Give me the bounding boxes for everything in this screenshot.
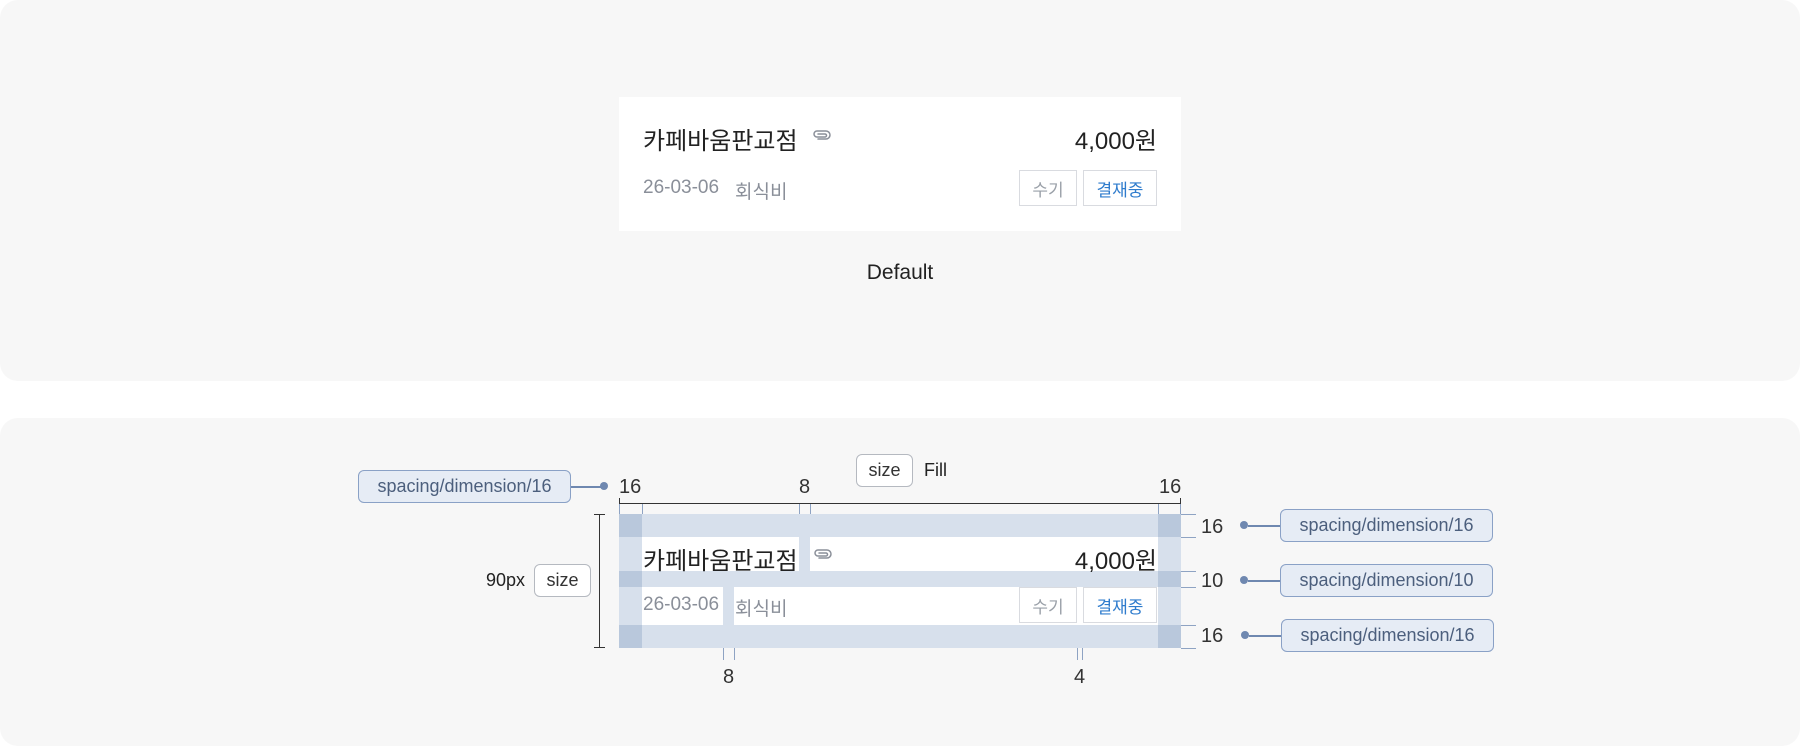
bottom-number-left: 8 bbox=[723, 666, 735, 688]
manual-tag: 수기 bbox=[1019, 170, 1077, 206]
right-number-top: 16 bbox=[1201, 516, 1224, 538]
padding-corner-br bbox=[1158, 625, 1181, 648]
token-leader-right-bottom bbox=[1249, 635, 1281, 637]
guide-left-outer bbox=[619, 504, 620, 514]
bottom-number-right: 4 bbox=[1074, 666, 1086, 688]
right-number-middle: 10 bbox=[1201, 570, 1224, 592]
spec-status-tag: 결재중 bbox=[1083, 587, 1157, 623]
token-dot-left bbox=[600, 482, 608, 490]
spec-category: 회식비 bbox=[735, 599, 788, 620]
guide-bottom-8a bbox=[723, 648, 724, 660]
width-measure-line bbox=[619, 503, 1181, 504]
guide-bottom-8b bbox=[734, 648, 735, 660]
guide-row-6 bbox=[1181, 648, 1196, 649]
top-number-left: 16 bbox=[619, 476, 642, 498]
height-measure-line bbox=[599, 514, 600, 648]
height-size-chip: size bbox=[534, 564, 591, 597]
guide-bottom-4a bbox=[1077, 648, 1078, 660]
status-tag: 결재중 bbox=[1083, 170, 1157, 206]
merchant-name: 카페바움판교점 bbox=[643, 128, 798, 155]
guide-row-5 bbox=[1181, 625, 1196, 626]
gap-date-category bbox=[723, 587, 734, 648]
spec-card: 카페바움판교점 4,000원 26-03-06 회식비 수기 결재중 bbox=[619, 514, 1181, 648]
width-size-chip: size bbox=[856, 454, 913, 487]
token-chip-right-middle: spacing/dimension/10 bbox=[1280, 564, 1493, 597]
paperclip-icon[interactable] bbox=[811, 128, 833, 142]
right-number-bottom: 16 bbox=[1201, 625, 1224, 647]
spec-amount: 4,000원 bbox=[1074, 548, 1157, 575]
guide-bottom-4b bbox=[1082, 648, 1083, 660]
padding-top bbox=[619, 514, 1181, 537]
token-leader-right-middle bbox=[1248, 580, 1280, 582]
padding-corner-tl bbox=[619, 514, 642, 537]
guide-row-1 bbox=[1181, 514, 1196, 515]
top-number-middle: 8 bbox=[799, 476, 811, 498]
guide-row-2 bbox=[1181, 537, 1196, 538]
height-tick-bottom bbox=[594, 647, 605, 648]
guide-row-3 bbox=[1181, 571, 1196, 572]
top-number-right: 16 bbox=[1159, 476, 1182, 498]
padding-corner-bl bbox=[619, 625, 642, 648]
token-leader-right-top bbox=[1248, 525, 1280, 527]
height-value: 90px bbox=[486, 570, 526, 590]
date: 26-03-06 bbox=[643, 177, 720, 198]
default-preview-panel: 카페바움판교점 4,000원 26-03-06 회식비 수기 결재중 Defau… bbox=[619, 97, 1181, 284]
guide-mid-1 bbox=[799, 504, 800, 514]
token-leader-left bbox=[571, 486, 604, 488]
padding-corner-mr bbox=[1158, 571, 1181, 587]
width-tick-left bbox=[619, 498, 620, 508]
spec-merchant-name: 카페바움판교점 bbox=[643, 548, 798, 575]
spec-paperclip-icon bbox=[814, 549, 832, 559]
token-dot-right-bottom bbox=[1241, 631, 1249, 639]
guide-mid-2 bbox=[810, 504, 811, 514]
token-chip-left: spacing/dimension/16 bbox=[358, 470, 571, 503]
token-dot-right-middle bbox=[1240, 576, 1248, 584]
token-dot-right-top bbox=[1240, 521, 1248, 529]
width-value: Fill bbox=[924, 460, 947, 480]
padding-corner-ml bbox=[619, 571, 642, 587]
padding-bottom bbox=[619, 625, 1181, 648]
spec-panel: size Fill 16 8 16 spacing/dimension/16 9… bbox=[0, 418, 1800, 746]
token-chip-right-top: spacing/dimension/16 bbox=[1280, 509, 1493, 542]
expense-card[interactable]: 카페바움판교점 4,000원 26-03-06 회식비 수기 결재중 bbox=[619, 97, 1181, 231]
category: 회식비 bbox=[735, 182, 788, 203]
width-tick-right bbox=[1180, 498, 1181, 508]
guide-left-inner bbox=[642, 504, 643, 514]
amount: 4,000원 bbox=[1074, 128, 1157, 155]
guide-row-4 bbox=[1181, 587, 1196, 588]
guide-right-1 bbox=[1158, 504, 1159, 514]
token-chip-right-bottom: spacing/dimension/16 bbox=[1281, 619, 1494, 652]
padding-corner-tr bbox=[1158, 514, 1181, 537]
guide-right-2 bbox=[1180, 504, 1181, 514]
variant-label: Default bbox=[866, 261, 934, 284]
padding-middle bbox=[619, 571, 1181, 587]
spec-manual-tag: 수기 bbox=[1019, 587, 1077, 623]
gap-title-icon bbox=[799, 514, 810, 571]
height-tick-top bbox=[594, 514, 605, 515]
spec-date: 26-03-06 bbox=[643, 594, 720, 615]
